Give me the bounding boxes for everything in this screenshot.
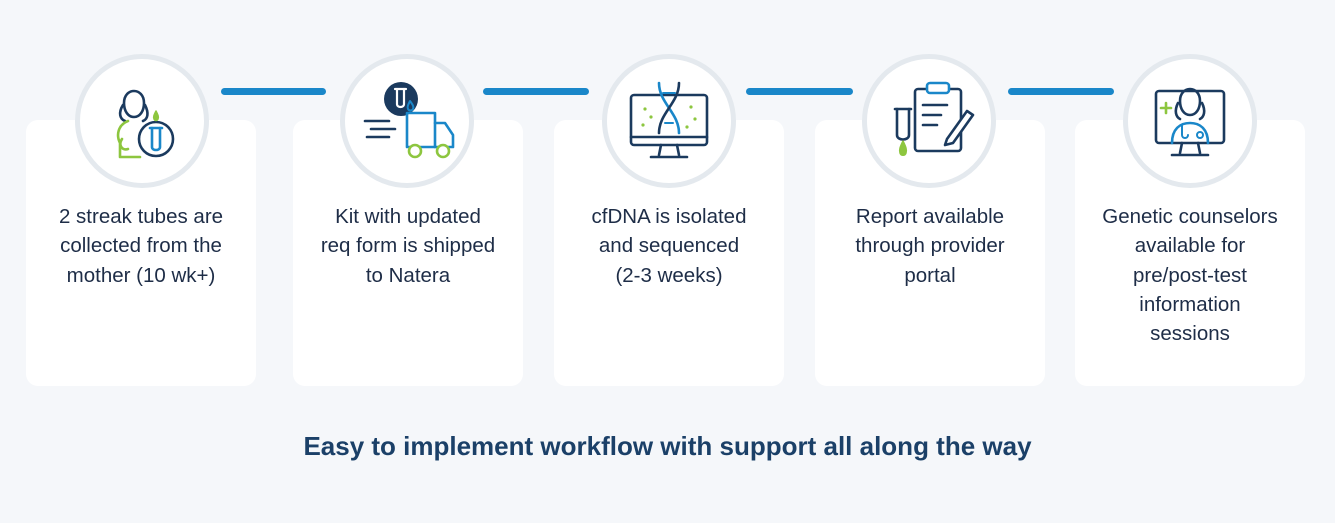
step-icon-circle-5: [1123, 54, 1257, 188]
clipboard-report-icon: [893, 81, 975, 156]
connector-line: [746, 88, 853, 95]
step-icon-circle-2: [340, 54, 474, 188]
step-description: cfDNA is isolated and sequenced (2-3 wee…: [591, 205, 747, 287]
pregnant-woman-test-tube-icon: [116, 89, 175, 159]
workflow-caption: Easy to implement workflow with support …: [303, 431, 1032, 461]
step-icon-circle-3: [602, 54, 736, 188]
counselor-monitor-icon: [1154, 87, 1226, 157]
step-description: 2 streak tubes are collected from the mo…: [58, 205, 224, 287]
connector-line: [221, 88, 326, 95]
step-description: Report available through provider portal: [855, 205, 1005, 287]
dna-monitor-icon: [629, 81, 709, 159]
delivery-truck-icon: [363, 82, 455, 159]
step-description: Kit with updated req form is shipped to …: [320, 205, 496, 287]
step-description: Genetic counselors available for pre/pos…: [1102, 205, 1278, 346]
connector-line: [483, 88, 589, 95]
connector-line: [1008, 88, 1114, 95]
step-icon-circle-4: [862, 54, 996, 188]
step-icon-circle-1: [75, 54, 209, 188]
